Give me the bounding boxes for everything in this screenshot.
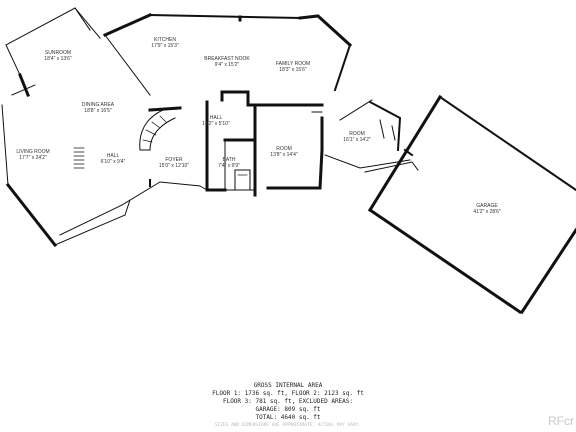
room-name: ROOM <box>276 146 292 152</box>
room-name: SUNROOM <box>44 50 72 56</box>
summary-heading: GROSS INTERNAL AREA <box>253 382 323 389</box>
room-dimensions: 17'7" x 24'2" <box>19 155 47 161</box>
room-label-family-room: FAMILY ROOM 18'3" x 15'6" <box>276 61 310 73</box>
summary-floor-1-2: FLOOR 1: 1736 sq. ft, FLOOR 2: 2123 sq. … <box>212 390 364 397</box>
summary-disclaimer: SIZES AND DIMENSIONS ARE APPROXIMATE, AC… <box>214 423 362 428</box>
summary-total: TOTAL: 4640 sq. ft <box>255 414 321 421</box>
room-name: KITCHEN <box>154 37 176 43</box>
room-label-living-room: LIVING ROOM 17'7" x 24'2" <box>16 149 49 161</box>
room-label-breakfast-nook: BREAKFAST NOOK 9'4" x 15'2" <box>204 56 249 68</box>
watermark-logo: RFcr <box>548 414 574 428</box>
room-dimensions: 41'2" x 28'6" <box>473 209 501 215</box>
room-name: HALL <box>106 153 120 159</box>
room-label-room-center: ROOM 13'8" x 14'4" <box>270 146 297 158</box>
room-label-dining-area: DINING AREA 18'8" x 16'5" <box>82 102 114 114</box>
room-dimensions: 17'9" x 15'3" <box>151 43 179 49</box>
room-dimensions: 9'4" x 15'2" <box>214 62 240 68</box>
room-name: ROOM <box>349 131 365 137</box>
room-dimensions: 12'2" x 5'10" <box>202 121 230 127</box>
room-label-foyer: FOYER 15'0" x 12'10" <box>159 157 189 169</box>
room-name: FOYER <box>165 157 183 163</box>
room-dimensions: 6'10" x 9'4" <box>100 159 126 165</box>
room-name: HALL <box>209 115 223 121</box>
room-name: BREAKFAST NOOK <box>204 56 250 62</box>
summary-garage: GARAGE: 809 sq. ft <box>255 406 321 413</box>
room-name: BATH <box>222 157 236 163</box>
room-dimensions: 7'4" x 9'9" <box>218 163 240 169</box>
room-label-bath: BATH 7'4" x 9'9" <box>218 157 240 169</box>
room-name: GARAGE <box>476 203 498 209</box>
room-name: LIVING ROOM <box>16 149 50 155</box>
room-label-hall-small: HALL 6'10" x 9'4" <box>101 153 126 165</box>
room-dimensions: 18'4" x 13'6" <box>44 56 72 62</box>
room-dimensions: 13'8" x 14'4" <box>270 152 298 158</box>
room-label-room-right: ROOM 16'1" x 14'2" <box>343 131 370 143</box>
room-label-garage: GARAGE 41'2" x 28'6" <box>473 203 500 215</box>
area-summary: GROSS INTERNAL AREA FLOOR 1: 1736 sq. ft… <box>0 382 576 430</box>
room-label-kitchen: KITCHEN 17'9" x 15'3" <box>151 37 178 49</box>
room-label-sunroom: SUNROOM 18'4" x 13'6" <box>44 50 71 62</box>
room-name: DINING AREA <box>81 102 115 108</box>
room-name: FAMILY ROOM <box>275 61 311 67</box>
summary-floor-3: FLOOR 3: 781 sq. ft, EXCLUDED AREAS: <box>222 398 354 405</box>
room-dimensions: 15'0" x 12'10" <box>158 163 190 169</box>
room-dimensions: 18'3" x 15'6" <box>279 67 307 73</box>
room-dimensions: 16'1" x 14'2" <box>343 137 371 143</box>
room-dimensions: 18'8" x 16'5" <box>84 108 112 114</box>
room-label-hall-center: HALL 12'2" x 5'10" <box>202 115 229 127</box>
